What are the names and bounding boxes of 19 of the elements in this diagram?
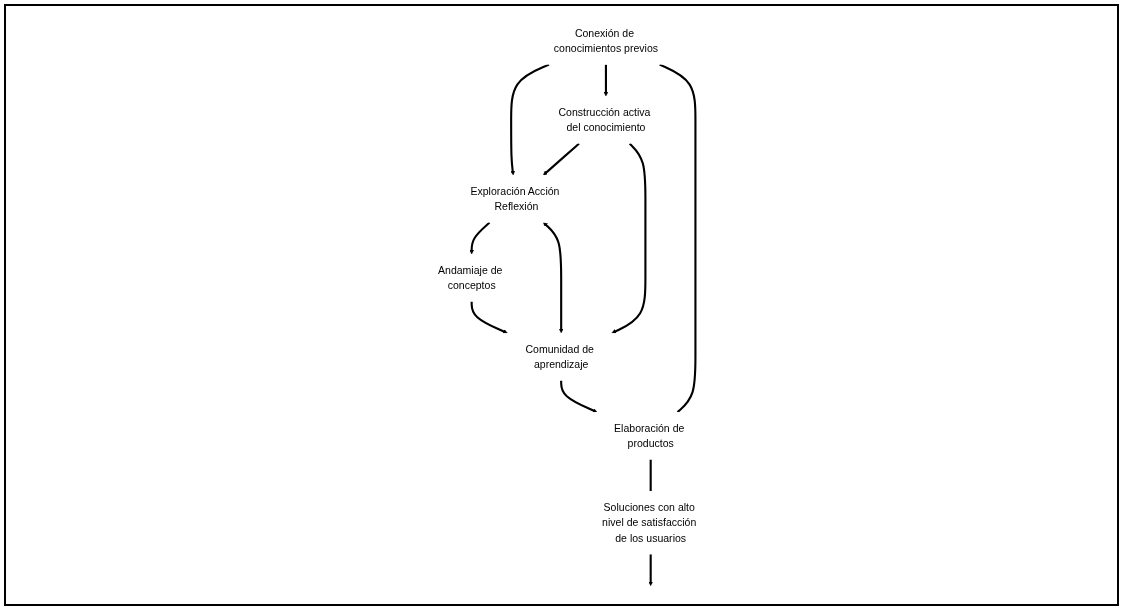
node-text: Conexión de conocimientos previos xyxy=(554,26,659,55)
node-text: Andamiaje de conceptos xyxy=(438,263,503,292)
arrow xyxy=(648,553,654,586)
arrow xyxy=(469,221,491,254)
arrow xyxy=(543,221,564,333)
node-text: Exploración Acción Reflexión xyxy=(470,184,560,213)
arrow xyxy=(611,142,647,333)
connector xyxy=(649,459,653,491)
arrow xyxy=(510,63,550,175)
connector xyxy=(659,63,697,413)
node-text: Comunidad de aprendizaje xyxy=(525,342,595,371)
diagram-frame: Conexión de conocimientos previos Exploración Acción Reflexión Construcción activa del conocimiento Andamiaje de conceptos Comunidad de aprendizaje Elaboración de productos Soluciones con alto nivel de satisfacción de los usuarios xyxy=(4,4,1119,606)
node-text: Elaboración de productos xyxy=(614,421,685,449)
arrow xyxy=(603,64,609,96)
arrow xyxy=(560,380,598,413)
node-text: Soluciones con alto nivel de satisfacción de los usuarios xyxy=(602,500,697,544)
arrow xyxy=(470,301,508,334)
node-text: Construcción activa del conocimiento xyxy=(558,105,651,134)
arrow xyxy=(543,142,581,175)
